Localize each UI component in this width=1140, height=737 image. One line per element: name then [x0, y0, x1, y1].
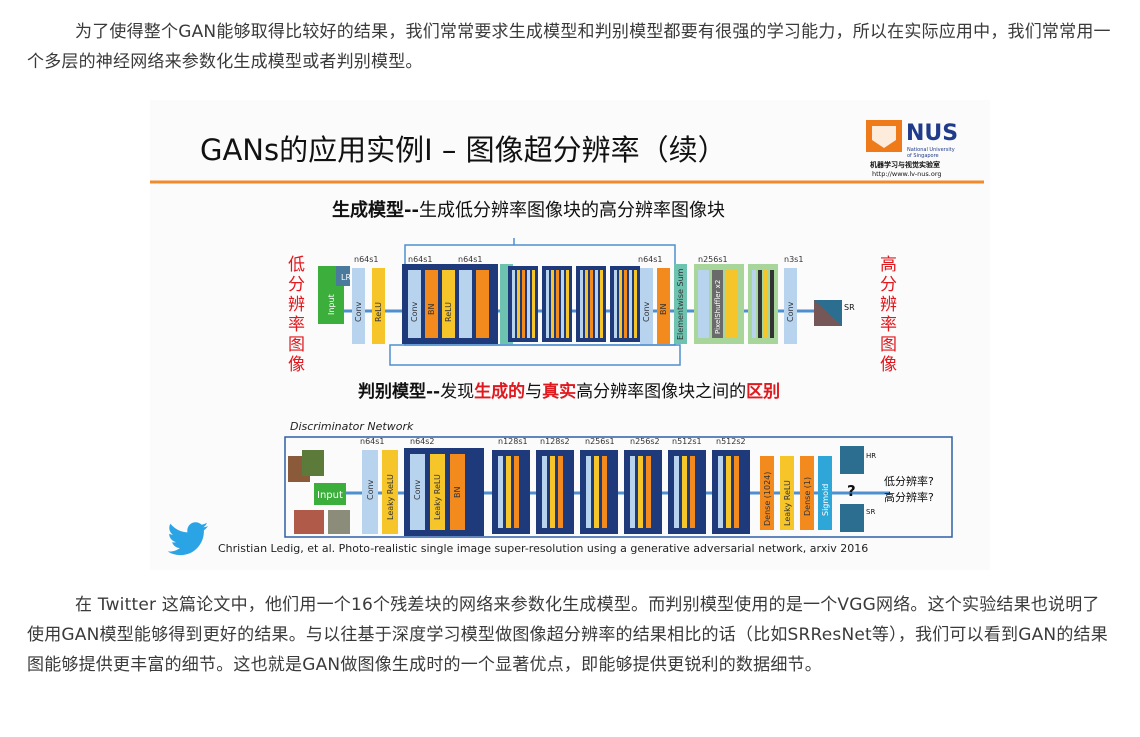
- lab-url: http://www.lv-nus.org: [872, 170, 942, 178]
- svg-text:Leaky ReLU: Leaky ReLU: [386, 474, 395, 520]
- svg-text:BN: BN: [453, 487, 462, 498]
- svg-text:n3s1: n3s1: [784, 255, 803, 264]
- twitter-bird-icon: [167, 522, 208, 556]
- svg-text:Conv: Conv: [410, 301, 419, 322]
- sr-image: [840, 504, 864, 532]
- discriminator-network: Input n64s1 Conv Leaky ReLU n64s2 Conv L…: [284, 436, 953, 538]
- svg-text:率: 率: [288, 315, 305, 335]
- hr-image: [840, 446, 864, 474]
- svg-text:of Singapore: of Singapore: [907, 153, 939, 159]
- low-res-question: 低分辨率?: [884, 474, 934, 488]
- svg-text:Dense (1024): Dense (1024): [763, 472, 772, 526]
- svg-text:n512s2: n512s2: [716, 437, 746, 446]
- svg-text:Leaky ReLU: Leaky ReLU: [433, 474, 442, 520]
- svg-text:n64s1: n64s1: [360, 437, 385, 446]
- high-resolution-side-label: 高 分 辨 率 图 像: [880, 255, 897, 375]
- svg-text:n256s2: n256s2: [630, 437, 660, 446]
- svg-text:PixelShuffler x2: PixelShuffler x2: [714, 280, 722, 334]
- svg-text:辨: 辨: [288, 295, 305, 315]
- residual-blocks-repeated: [508, 266, 640, 342]
- svg-text:高: 高: [880, 255, 897, 275]
- twitter-paper-paragraph: 在 Twitter 这篇论文中，他们用一个16个残差块的网络来参数化生成模型。而…: [27, 595, 1108, 675]
- citation: Christian Ledig, et al. Photo-realistic …: [218, 542, 868, 555]
- svg-text:n64s1: n64s1: [408, 255, 433, 264]
- svg-text:n64s1: n64s1: [638, 255, 663, 264]
- discriminator-network-label: Discriminator Network: [290, 420, 414, 433]
- intro-paragraph: 为了使得整个GAN能够取得比较好的结果，我们常常要求生成模型和判别模型都要有很强…: [27, 22, 1111, 72]
- svg-text:Dense (1): Dense (1): [803, 477, 812, 516]
- svg-text:LR: LR: [341, 273, 351, 282]
- svg-text:n128s2: n128s2: [540, 437, 570, 446]
- svg-text:Input: Input: [327, 294, 336, 315]
- low-resolution-side-label: 低 分 辨 率 图 像: [288, 255, 305, 375]
- svg-text:SR: SR: [844, 303, 855, 312]
- svg-text:n64s2: n64s2: [410, 437, 435, 446]
- svg-text:像: 像: [288, 355, 305, 375]
- svg-text:分: 分: [880, 275, 897, 295]
- input-image-b: [294, 510, 324, 534]
- conv-block: [352, 268, 365, 344]
- nus-logo: NUS National University of Singapore 机器学…: [866, 120, 958, 178]
- gan-super-resolution-figure: GANs的应用实例I – 图像超分辨率（续） NUS National Univ…: [150, 100, 990, 570]
- svg-text:SR: SR: [866, 508, 875, 516]
- svg-text:ReLU: ReLU: [444, 302, 453, 322]
- lab-name: 机器学习与视觉实验室: [870, 160, 940, 169]
- svg-text:National University: National University: [907, 147, 955, 153]
- disc-conv-blocks: [492, 450, 750, 534]
- svg-text:分: 分: [288, 275, 305, 295]
- svg-text:辨: 辨: [880, 295, 897, 315]
- svg-text:Leaky ReLU: Leaky ReLU: [783, 480, 792, 526]
- svg-text:n256s1: n256s1: [585, 437, 615, 446]
- svg-text:图: 图: [288, 335, 305, 355]
- svg-text:Conv: Conv: [354, 301, 363, 322]
- svg-text:n64s1: n64s1: [354, 255, 379, 264]
- svg-text:Elementwise Sum: Elementwise Sum: [676, 268, 685, 340]
- svg-text:Conv: Conv: [642, 301, 651, 322]
- discriminator-heading: 判别模型--发现生成的与真实高分辨率图像块之间的区别: [358, 381, 780, 402]
- disc-input-block: [314, 483, 346, 505]
- svg-text:n256s1: n256s1: [698, 255, 728, 264]
- svg-text:HR: HR: [866, 452, 876, 460]
- generator-network: LR Input n64s1 Conv ReLU n64s1 n64s1 Con…: [318, 238, 855, 366]
- relu-block: [372, 268, 385, 344]
- nus-logo-text: NUS: [906, 121, 958, 146]
- high-res-question: 高分辨率?: [884, 490, 934, 504]
- slide-title: GANs的应用实例I – 图像超分辨率（续）: [200, 133, 727, 167]
- svg-text:低: 低: [288, 255, 305, 275]
- question-mark: ?: [847, 482, 856, 500]
- svg-text:图: 图: [880, 335, 897, 355]
- svg-text:Conv: Conv: [366, 479, 375, 500]
- svg-text:BN: BN: [427, 304, 436, 315]
- svg-text:n512s1: n512s1: [672, 437, 702, 446]
- svg-text:Conv: Conv: [413, 479, 422, 500]
- svg-text:BN: BN: [659, 304, 668, 315]
- svg-text:Sigmoid: Sigmoid: [821, 484, 830, 516]
- svg-text:n128s1: n128s1: [498, 437, 528, 446]
- svg-text:n64s1: n64s1: [458, 255, 483, 264]
- svg-text:像: 像: [880, 355, 897, 375]
- generator-heading: 生成模型--生成低分辨率图像块的高分辨率图像块: [332, 199, 725, 221]
- svg-text:率: 率: [880, 315, 897, 335]
- svg-text:Conv: Conv: [786, 301, 795, 322]
- svg-text:ReLU: ReLU: [374, 302, 383, 322]
- svg-text:Input: Input: [317, 490, 343, 501]
